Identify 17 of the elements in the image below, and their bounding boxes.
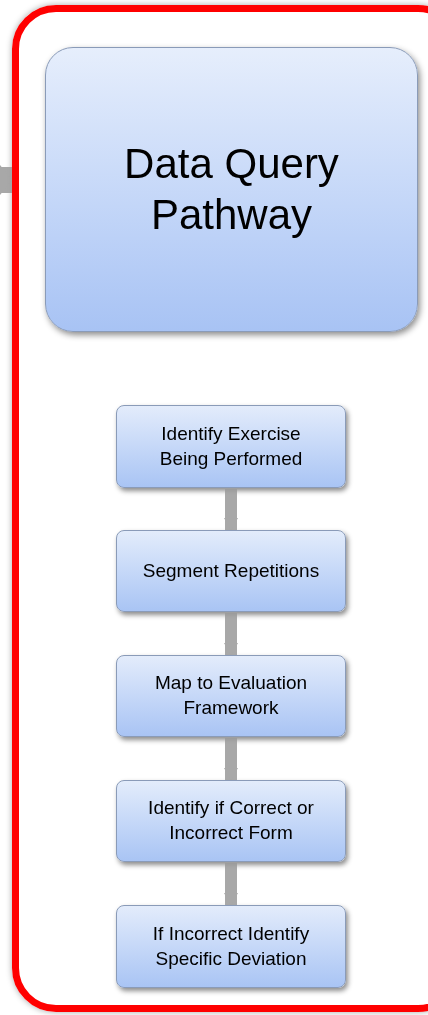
box-label: Map to Evaluation Framework [153, 671, 309, 720]
box-label: Identify if Correct or Incorrect Form [147, 796, 315, 845]
process-box [116, 655, 346, 737]
process-box [116, 530, 346, 612]
arrow [224, 489, 238, 530]
box-label: Identify Exercise Being Performed [158, 421, 304, 471]
box-label: If Incorrect Identify Specific Deviation [151, 921, 311, 971]
box-label: Data Query Pathway [123, 139, 340, 240]
arrow [224, 863, 238, 905]
process-box [116, 780, 346, 862]
arrow [224, 738, 238, 780]
title-box [45, 47, 418, 332]
process-box [116, 905, 346, 988]
process-box [116, 405, 346, 488]
arrow [224, 613, 238, 655]
frame-border [12, 5, 428, 1012]
box-label: Segment Repetitions [142, 558, 320, 583]
